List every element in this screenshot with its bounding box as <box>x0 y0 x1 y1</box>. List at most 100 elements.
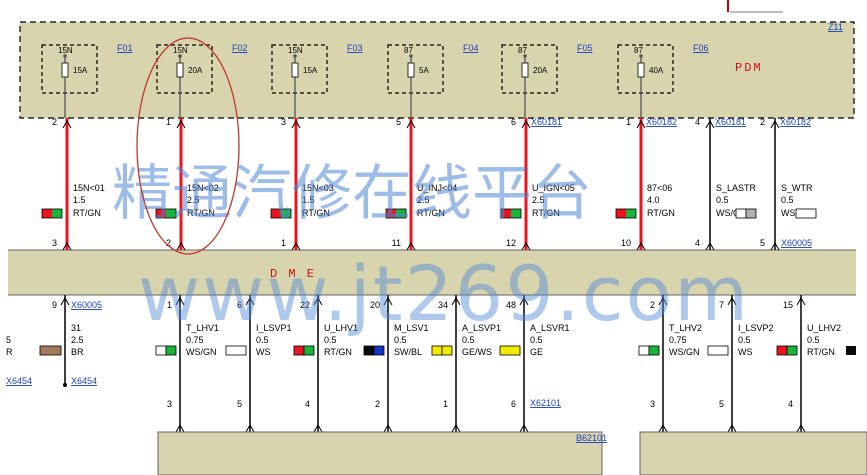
fuse-box <box>271 44 328 94</box>
wire-color: RT/GN <box>807 347 835 357</box>
pin-notch <box>521 241 531 251</box>
wire-size: 1.5 <box>302 195 315 205</box>
swatch-border <box>41 208 63 219</box>
pin-notch <box>62 241 72 251</box>
watermark-line1: 精通汽修在线平台 <box>112 159 592 229</box>
wire-name: I_LSVP1 <box>256 323 292 333</box>
wire-size: 2.5 <box>532 195 545 205</box>
pin-notch <box>245 296 255 306</box>
swatch-border <box>155 208 177 219</box>
swatch-red <box>616 209 626 218</box>
wire-color: RT/GN <box>302 208 330 218</box>
pin-bottom: 5 <box>760 238 765 248</box>
fuse-box <box>41 44 98 94</box>
pin-top: 34 <box>438 300 448 310</box>
wire-name: 15N<02 <box>187 183 219 193</box>
pin-top: 15 <box>783 300 793 310</box>
swatch-border <box>270 208 292 219</box>
wire-size: 2.5 <box>71 335 84 345</box>
fuse-node <box>523 54 527 58</box>
top-connector: X60181 <box>715 117 746 127</box>
fuse-element <box>61 62 69 78</box>
fuse-node <box>178 54 182 58</box>
fuse-id: F03 <box>347 43 363 53</box>
pin-bottom: 2 <box>375 399 380 409</box>
pin-notch <box>658 423 668 433</box>
pin-bottom: 6 <box>511 399 516 409</box>
pin-bottom: 10 <box>621 238 631 248</box>
wire-name: U_IGN<05 <box>532 183 575 193</box>
pin-bottom: 2 <box>166 238 171 248</box>
swatch-b <box>373 345 385 356</box>
pin-top: 20 <box>370 300 380 310</box>
swatch-green <box>52 209 62 218</box>
swatch-b <box>441 345 453 356</box>
swatch-green <box>281 209 291 218</box>
pin-top: 1 <box>626 117 631 127</box>
swatch-border <box>615 208 637 219</box>
pin-bottom: 3 <box>650 399 655 409</box>
pin-notch <box>727 296 737 306</box>
pin-notch <box>521 119 531 129</box>
swatch-grey <box>745 208 757 219</box>
swatch-b <box>786 345 798 356</box>
pin-top: 6 <box>511 117 516 127</box>
swatch-edge <box>846 346 856 355</box>
pin-bottom: 3 <box>52 238 57 248</box>
fuse-box <box>387 44 444 94</box>
highlight-ellipse <box>136 37 240 255</box>
pin-notch <box>770 119 780 129</box>
fuse-rating: 20A <box>188 66 203 75</box>
wire-name: U_INJ<04 <box>417 183 457 193</box>
swatch-a <box>155 345 167 356</box>
swatch-red <box>156 209 166 218</box>
wire-color: WS <box>256 347 271 357</box>
pin-notch <box>658 296 668 306</box>
connector-b62101: B62101 <box>576 433 607 443</box>
dme-label: D M E <box>270 267 316 281</box>
wire-size: 0.75 <box>669 335 687 345</box>
pin-notch <box>406 119 416 129</box>
wire-color: RT/GN <box>532 208 560 218</box>
swatch-red <box>501 209 511 218</box>
wire-size: 0.5 <box>738 335 751 345</box>
fuse-box <box>617 44 674 94</box>
swatch-red <box>271 209 281 218</box>
fuse-terminal: 87 <box>634 46 643 55</box>
swatch-border <box>500 208 522 219</box>
fuse-terminal: 87 <box>404 46 413 55</box>
fuse-element <box>291 62 299 78</box>
fuse-id: F06 <box>693 43 709 53</box>
pin-bottom: 5 <box>237 399 242 409</box>
pin-bottom: 1 <box>281 238 286 248</box>
pin-bottom: 4 <box>695 238 700 248</box>
pin-notch <box>175 296 185 306</box>
swatch-b <box>303 345 315 356</box>
pin-bottom: 5 <box>719 399 724 409</box>
wire-name: 87<06 <box>647 183 672 193</box>
upper-wires: 2315N<011.5RT/GN1215N<022.5RT/GN3115N<03… <box>41 117 817 251</box>
pin-notch <box>796 423 806 433</box>
wire-name: 15N<03 <box>302 183 334 193</box>
pin-top: 3 <box>281 117 286 127</box>
wire-color: RT/GN <box>647 208 675 218</box>
swatch-brown <box>39 345 62 356</box>
swatch-red <box>386 209 396 218</box>
pin-bottom: 11 <box>392 238 401 248</box>
wire-size: 0.5 <box>324 335 337 345</box>
fuse-terminal: 87 <box>518 46 527 55</box>
wire-color: GE <box>530 347 543 357</box>
pin-top: 22 <box>300 300 310 310</box>
wire-color: BR <box>71 347 84 357</box>
swatch-a <box>638 345 650 356</box>
wire-size: 0.5 <box>530 335 543 345</box>
dme-band: D M E <box>8 249 856 296</box>
pin-top: 6 <box>237 300 242 310</box>
pin-notch <box>519 296 529 306</box>
wire-size: 2.5 <box>187 195 200 205</box>
pin-notch <box>519 423 529 433</box>
ground-node <box>63 383 67 387</box>
fuse-terminal: 15N <box>288 46 303 55</box>
swatch-border <box>385 208 407 219</box>
